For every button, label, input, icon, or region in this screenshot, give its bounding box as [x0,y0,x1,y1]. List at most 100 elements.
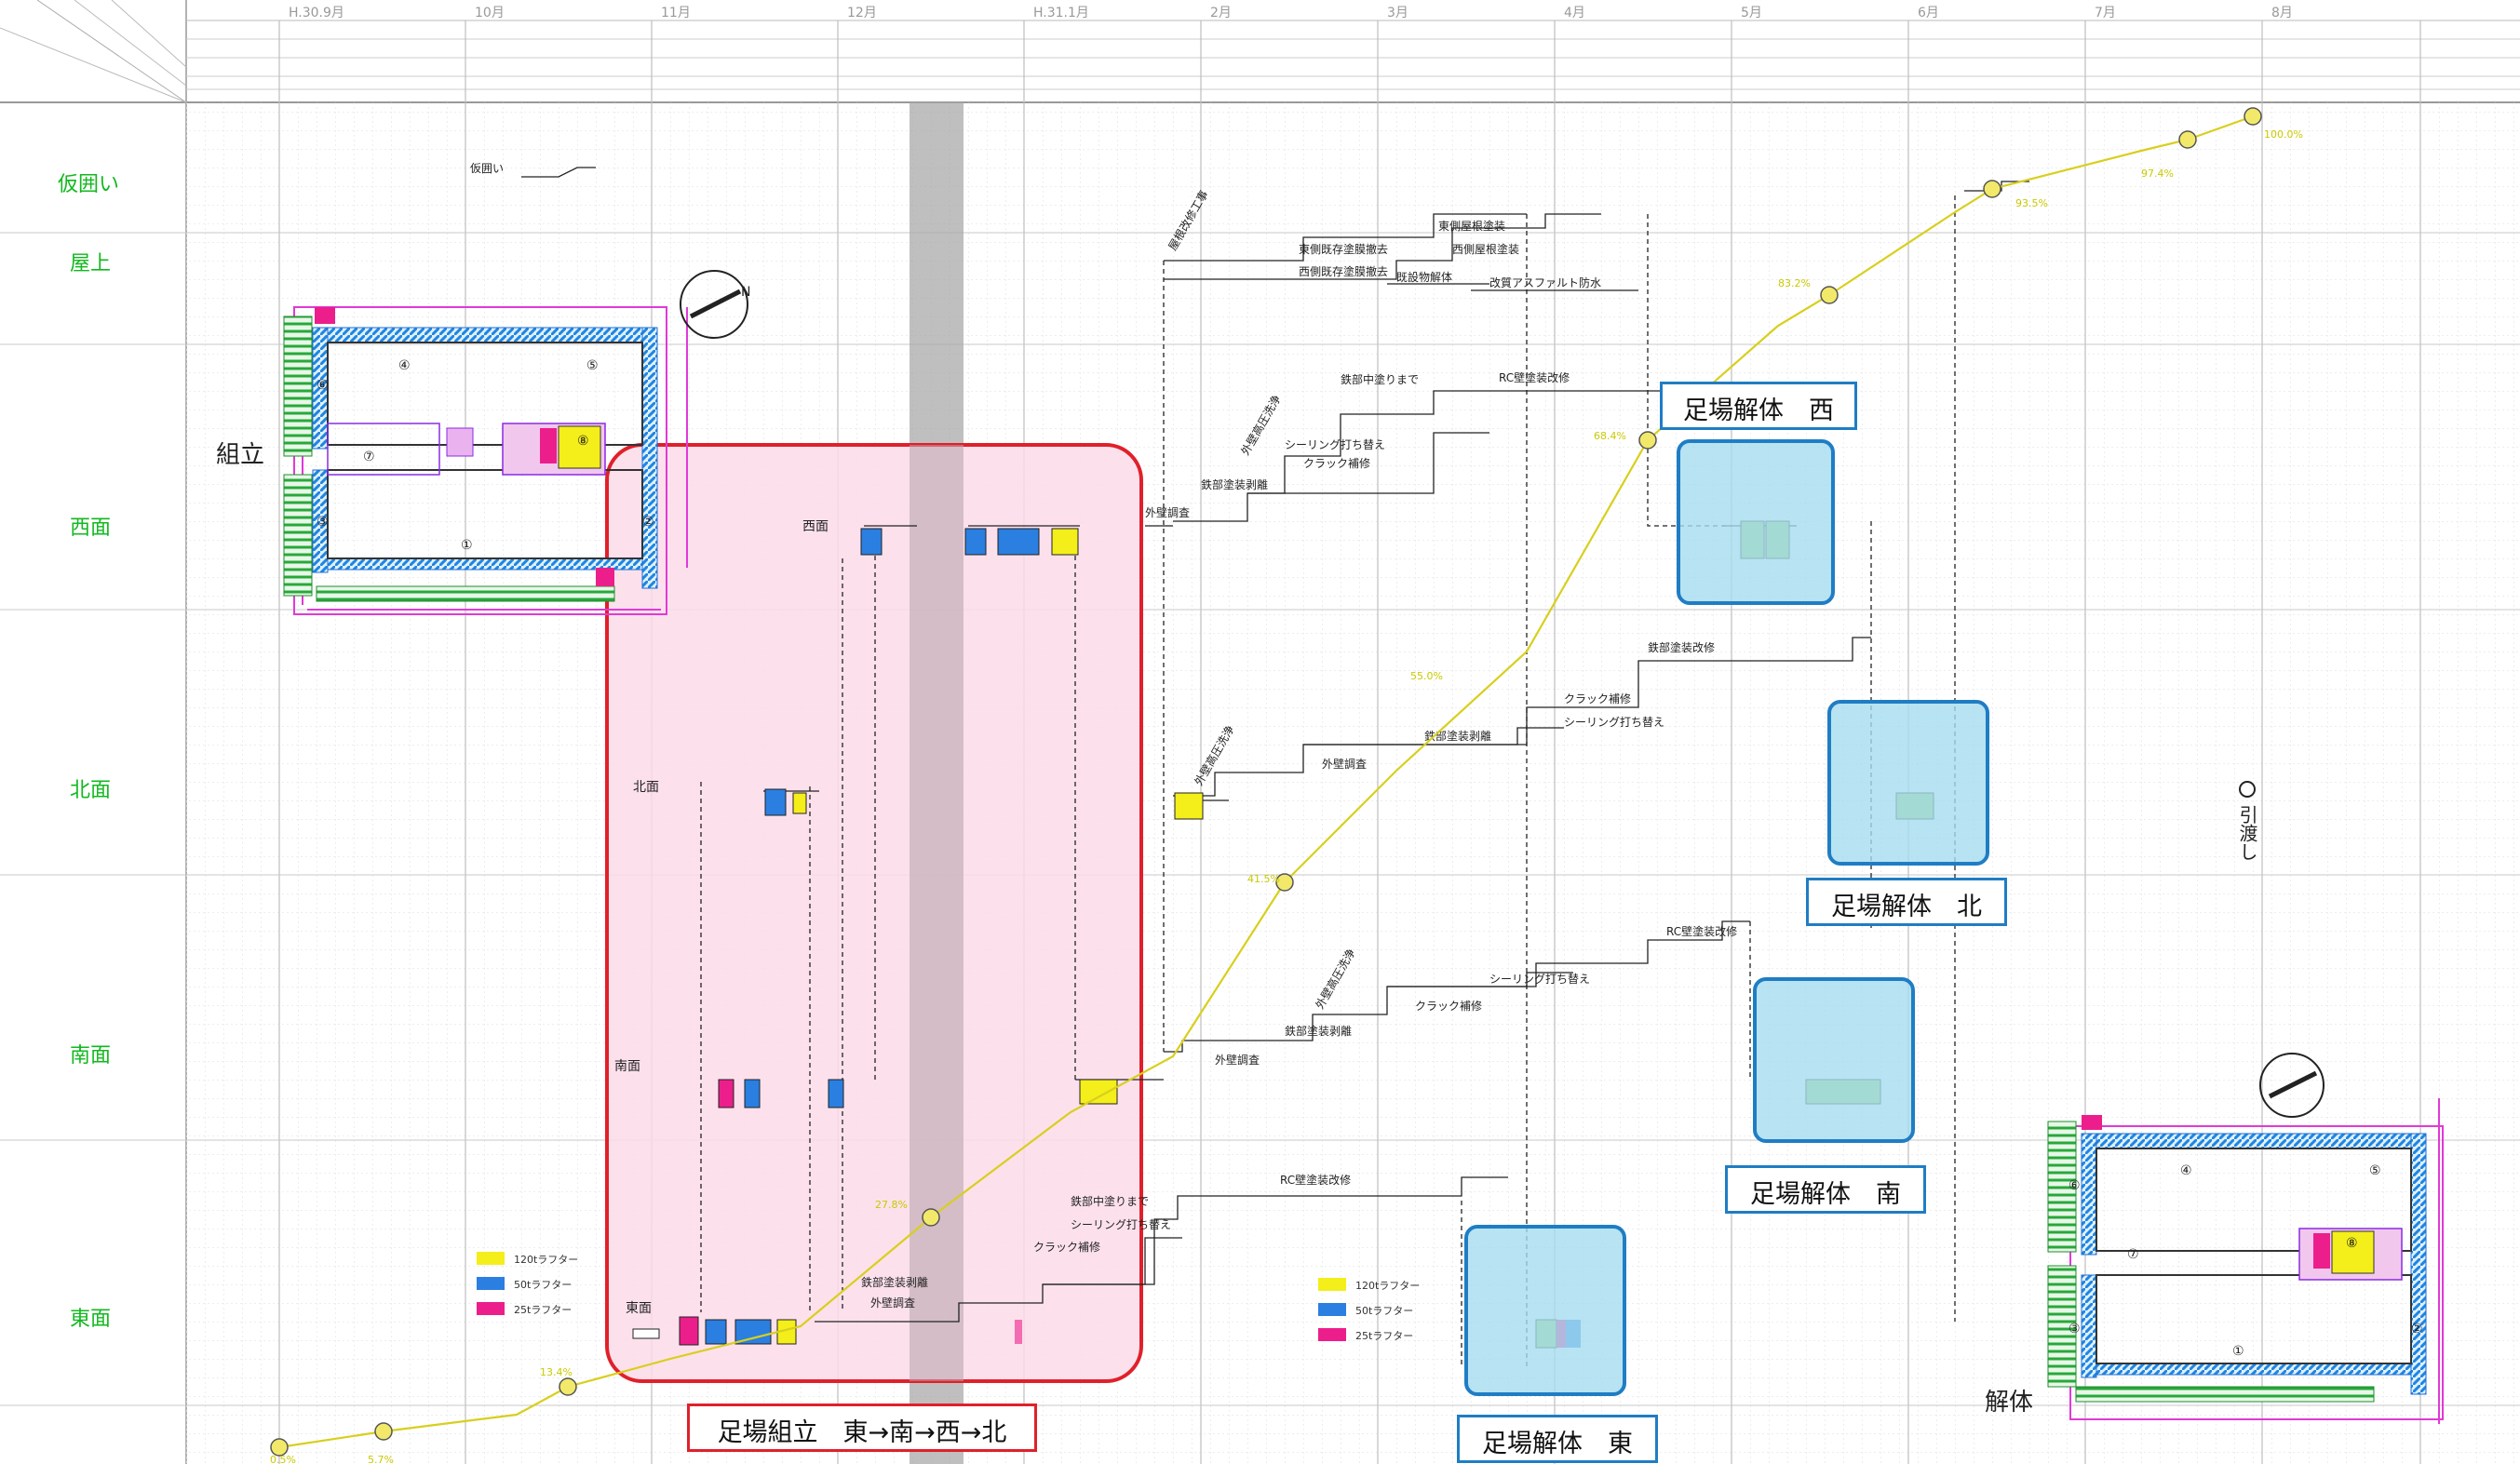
north-task-0: 鉄部塗装改修 [1648,640,1715,654]
west-task-3: クラック補修 [1303,456,1370,470]
east-task-0: RC壁塗装改修 [1280,1173,1351,1187]
west-task-0: 鉄部中塗りまで [1341,372,1419,386]
month-label: 5月 [1741,6,1762,20]
row-label-east: 東面 [70,1308,111,1331]
south-task-1: シーリング打ち替え [1489,973,1590,986]
year-break-overlap [910,445,964,1381]
assembly-plan-label: 組立 [216,441,265,469]
legend-left-swatch-120t [477,1252,505,1265]
west-task-5: 外壁調査 [1145,505,1190,519]
progress-milestone [559,1377,577,1396]
legend-left-swatch-50t [477,1277,505,1290]
row-label-roof: 屋上 [70,252,111,275]
legend-left: 120tラフター 50tラフター 25tラフター [477,1252,578,1316]
legend-right-label-25t: 25tラフター [1355,1330,1413,1342]
legend-right-swatch-120t [1318,1278,1346,1291]
legend-left-swatch-25t [477,1302,505,1315]
progress-label-4: 41.5% [1247,873,1280,885]
legend-right: 120tラフター 50tラフター 25tラフター [1318,1278,1420,1342]
row-label-kakoi: 仮囲い [58,173,119,196]
progress-label-8: 93.5% [2015,197,2048,209]
legend-left-label-120t: 120tラフター [514,1254,578,1266]
month-label: 11月 [661,6,691,20]
month-label: 6月 [1918,6,1939,20]
dplan-room-4: ④ [2180,1163,2192,1178]
month-label: 2月 [1210,6,1232,20]
callout-dismantle-east: 足場解体 東 [1457,1415,1658,1463]
roof-task-1: 西側既存塗膜撤去 [1299,264,1388,278]
row-labels: 仮囲い 屋上 西面 北面 南面 東面 [58,173,119,1331]
callout-dismantle-south: 足場解体 南 [1725,1165,1926,1214]
south-task-2: クラック補修 [1415,999,1482,1013]
dplan-room-6: ⑥ [2069,1178,2081,1193]
dplan-room-2: ② [2411,1322,2423,1336]
face-label-north: 北面 [633,780,659,795]
face-label-east: 東面 [626,1301,652,1316]
assembly-highlight [605,443,1143,1383]
dplan-room-5: ⑤ [2369,1163,2381,1178]
progress-milestone [374,1422,393,1441]
plan-room-3: ③ [317,515,329,530]
east-task-1: 鉄部中塗りまで [1071,1194,1149,1208]
progress-label-0: 0.5% [270,1454,296,1464]
callout-dismantle-west: 足場解体 西 [1660,382,1857,430]
legend-right-swatch-50t [1318,1303,1346,1316]
north-task-2: シーリング打ち替え [1564,716,1664,729]
progress-milestone [2244,107,2262,126]
progress-label-3: 27.8% [875,1199,908,1211]
progress-milestone [270,1438,289,1457]
svg-text:N: N [741,285,750,300]
handover-marker [2239,781,2256,798]
dplan-room-1: ① [2232,1344,2244,1359]
dplan-room-7: ⑦ [2127,1247,2139,1262]
month-label: 7月 [2095,6,2116,20]
plan-room-7: ⑦ [363,450,375,464]
south-task-3: 鉄部塗装剥離 [1285,1024,1352,1038]
month-label: 8月 [2271,6,2293,20]
west-task-2: シーリング打ち替え [1285,438,1385,451]
roof-task-3: 西側屋根塗装 [1452,242,1519,256]
progress-label-7: 83.2% [1778,277,1811,289]
legend-right-swatch-25t [1318,1328,1346,1341]
month-label: 10月 [475,6,505,20]
legend-left-label-50t: 50tラフター [514,1279,572,1291]
face-label-west: 西面 [802,519,829,534]
handover-label: 引渡し [2236,805,2258,861]
plan-room-6: ⑥ [317,378,329,393]
progress-curve: 0.5% 5.7% 13.4% 27.8% 41.5% 55.0% 68.4% … [270,107,2303,1464]
progress-label-2: 13.4% [540,1366,573,1378]
west-task-4: 鉄部塗装剥離 [1201,477,1268,491]
progress-label-10: 100.0% [2264,128,2303,141]
dismantle-east-box [1464,1225,1626,1396]
kakoi-task: 仮囲い [470,162,504,175]
progress-label-5: 55.0% [1410,670,1443,682]
plan-room-4: ④ [398,358,411,373]
dismantle-plan-label: 解体 [1985,1389,2034,1417]
assembly-floor-plan: ④ ⑤ ⑥ ⑦ ⑧ ③ ① ② N [283,270,750,615]
plan-room-8: ⑧ [577,434,589,449]
month-label: 12月 [847,6,877,20]
progress-label-6: 68.4% [1594,430,1626,442]
month-label: 4月 [1564,6,1585,20]
east-task-3: クラック補修 [1033,1240,1100,1254]
progress-milestone [1275,873,1294,892]
south-task-0: RC壁塗装改修 [1666,924,1737,938]
row-label-west: 西面 [70,517,111,540]
callout-dismantle-north: 足場解体 北 [1806,878,2007,926]
east-task-4: 鉄部塗装剥離 [861,1275,928,1289]
month-label: 3月 [1387,6,1408,20]
face-label-south: 南面 [614,1059,640,1074]
legend-right-label-120t: 120tラフター [1355,1280,1420,1292]
dismantle-west-box [1677,439,1835,605]
dismantle-north-box [1827,700,1989,866]
progress-milestone [1983,180,2001,198]
west-task-1: RC壁塗装改修 [1499,370,1570,384]
east-task-2: シーリング打ち替え [1071,1218,1171,1231]
roof-task-4: 既設物解体 [1396,270,1452,284]
crane-blocks [632,528,1204,1346]
plan-room-1: ① [461,538,473,553]
